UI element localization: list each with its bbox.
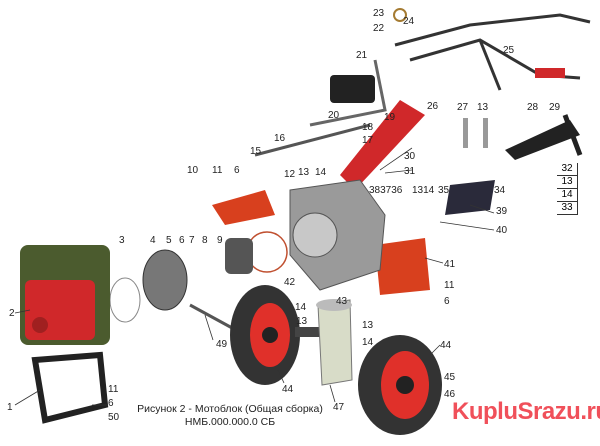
callout-1: 1: [7, 402, 13, 413]
hitch-bar: [505, 120, 580, 160]
callout-12: 12: [284, 169, 296, 180]
transmission-flange: [292, 212, 338, 258]
callout-6b: 6: [179, 235, 185, 246]
pin-27: [463, 118, 468, 148]
callout-26: 26: [427, 101, 439, 112]
clutch-housing: [142, 249, 188, 311]
left-wheel: [230, 285, 300, 385]
callout-30: 30: [404, 151, 416, 162]
callout-13-14: 1314: [412, 185, 435, 196]
callout-44b: 44: [282, 384, 294, 395]
callout-35: 35: [438, 185, 450, 196]
hitch-stand: [562, 114, 583, 156]
callout-38-37-36: 383736: [369, 185, 403, 196]
callout-34: 34: [494, 185, 506, 196]
pin-13: [483, 118, 488, 148]
callout-7: 7: [189, 235, 195, 246]
callout-45: 45: [444, 372, 456, 383]
callout-14c: 14: [362, 337, 374, 348]
callout-46: 46: [444, 389, 456, 400]
callout-16: 16: [274, 133, 286, 144]
callout-17: 17: [362, 135, 374, 146]
callout-28: 28: [527, 102, 539, 113]
callout-11c: 11: [108, 384, 119, 395]
caption-title: Рисунок 2 - Мотоблок (Общая сборка): [137, 403, 323, 415]
callout-14d: 14: [557, 189, 577, 202]
callout-stack: 32 13 14 33: [557, 163, 578, 215]
callout-6: 6: [234, 165, 240, 176]
engine-cap: [32, 317, 48, 333]
callout-15: 15: [250, 146, 262, 157]
callout-49: 49: [216, 339, 228, 350]
control-rod: [254, 123, 371, 157]
callout-3: 3: [119, 235, 125, 246]
callout-4: 4: [150, 235, 156, 246]
callout-31: 31: [404, 166, 416, 177]
handle-bracket: [340, 100, 425, 190]
callout-13e: 13: [557, 176, 577, 189]
callout-6c: 6: [444, 296, 450, 307]
callout-27: 27: [457, 102, 469, 113]
right-fender: [375, 238, 430, 295]
callout-23: 23: [373, 8, 385, 19]
callout-42: 42: [284, 277, 296, 288]
caption-code: НМБ.000.000.0 СБ: [184, 416, 276, 428]
callout-19: 19: [384, 112, 396, 123]
callout-40: 40: [496, 225, 508, 236]
right-wheel: [358, 335, 442, 435]
gear-cover: [316, 299, 352, 311]
callout-44: 44: [440, 340, 452, 351]
callout-14: 14: [315, 167, 327, 178]
callout-13c: 13: [296, 316, 308, 327]
callout-13b: 13: [298, 167, 310, 178]
callout-21: 21: [356, 50, 368, 61]
callout-29: 29: [549, 102, 561, 113]
callout-47: 47: [333, 402, 345, 413]
callout-24: 24: [403, 16, 415, 27]
callout-32: 32: [557, 163, 577, 176]
callout-14b: 14: [295, 302, 307, 313]
reduction-gear: [317, 299, 353, 386]
callout-39: 39: [496, 206, 508, 217]
callout-50: 50: [108, 412, 120, 423]
callout-2: 2: [9, 308, 15, 319]
callout-33: 33: [557, 202, 577, 215]
watermark: KupluSrazu.ru: [452, 398, 600, 425]
callout-8: 8: [202, 235, 208, 246]
callout-18: 18: [362, 122, 374, 133]
callout-43: 43: [336, 296, 348, 307]
mount-bracket: [445, 180, 495, 215]
callout-5: 5: [166, 235, 172, 246]
callout-41: 41: [444, 259, 456, 270]
callout-11b: 11: [444, 280, 455, 291]
figure-caption: Рисунок 2 - Мотоблок (Общая сборка) НМБ.…: [130, 403, 330, 429]
callout-13d: 13: [362, 320, 374, 331]
shift-rod: [309, 59, 387, 127]
callout-22: 22: [373, 23, 385, 34]
callout-25: 25: [503, 45, 515, 56]
throttle-lever: [535, 68, 565, 78]
callout-20: 20: [328, 110, 340, 121]
spring: [393, 8, 407, 22]
leader-lines: [14, 147, 495, 406]
axle: [295, 327, 325, 337]
callout-10: 10: [187, 165, 199, 176]
clutch: [225, 238, 253, 274]
handlebar: [394, 13, 591, 91]
callout-11: 11: [212, 165, 223, 176]
engine-frame: [31, 351, 109, 424]
gasket-3: [109, 277, 141, 323]
callout-9: 9: [217, 235, 223, 246]
left-fender: [212, 190, 275, 225]
callout-13: 13: [477, 102, 489, 113]
callout-6d: 6: [108, 398, 114, 409]
tool-box: [330, 75, 375, 103]
